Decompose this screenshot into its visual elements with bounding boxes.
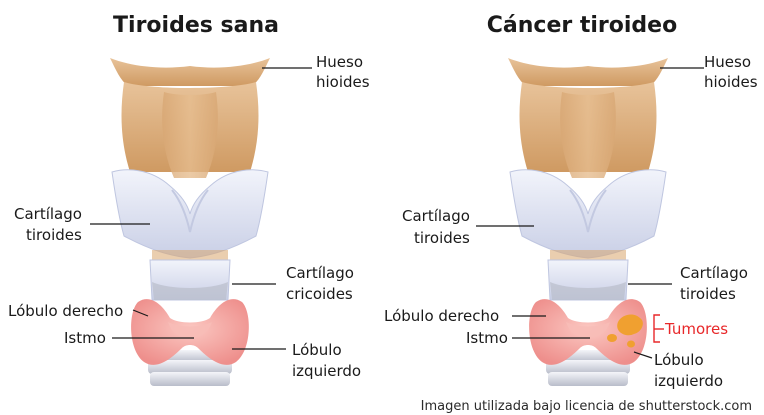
- left-lobe-label-line1: Lóbulo: [292, 341, 342, 359]
- cricoid-label-line2: cricoides: [286, 285, 353, 303]
- hyoid-label-line2: hioides: [316, 73, 370, 91]
- isthmus-label: Istmo: [64, 329, 106, 347]
- hyoid-label-line2-right: hioides: [704, 73, 758, 91]
- tumors-label: Tumores: [664, 320, 728, 338]
- isthmus-label-right: Istmo: [466, 329, 508, 347]
- cancer-title: Cáncer tiroideo: [487, 13, 677, 38]
- healthy-title: Tiroides sana: [113, 13, 279, 38]
- cricoid-label-line1-right: Cartílago: [680, 264, 748, 282]
- thyroid-cartilage-label-line1: Cartílago: [14, 205, 82, 223]
- right-lobe-label: Lóbulo derecho: [8, 302, 123, 320]
- tumor-small-1: [607, 334, 617, 342]
- tumor-small-2: [627, 341, 635, 348]
- left-lobe-label-line2-right: izquierdo: [654, 372, 723, 390]
- hyoid-label-line1-right: Hueso: [704, 53, 751, 71]
- cricoid-label-line1: Cartílago: [286, 264, 354, 282]
- thyroid-cartilage-label-line2: tiroides: [26, 226, 82, 244]
- hyoid-label-line1: Hueso: [316, 53, 363, 71]
- thyroid-cartilage-label-line1-right: Cartílago: [402, 207, 470, 225]
- thyroid-cartilage-label-line2-right: tiroides: [414, 229, 470, 247]
- thyroid-cancer-panel: Cáncer tiroideo Hueso hioides Cartílago …: [384, 13, 758, 390]
- healthy-larynx-illustration: [110, 58, 270, 386]
- cricoid-label-line2-right: tiroides: [680, 285, 736, 303]
- left-lobe-label-line2: izquierdo: [292, 362, 361, 380]
- right-lobe-label-right: Lóbulo derecho: [384, 307, 499, 325]
- healthy-thyroid-panel: Tiroides sana Hueso hioides Cartílago ti…: [8, 13, 370, 386]
- cancer-larynx-illustration: [508, 58, 668, 386]
- image-credit: Imagen utilizada bajo licencia de shutte…: [421, 399, 752, 414]
- left-lobe-label-line1-right: Lóbulo: [654, 351, 704, 369]
